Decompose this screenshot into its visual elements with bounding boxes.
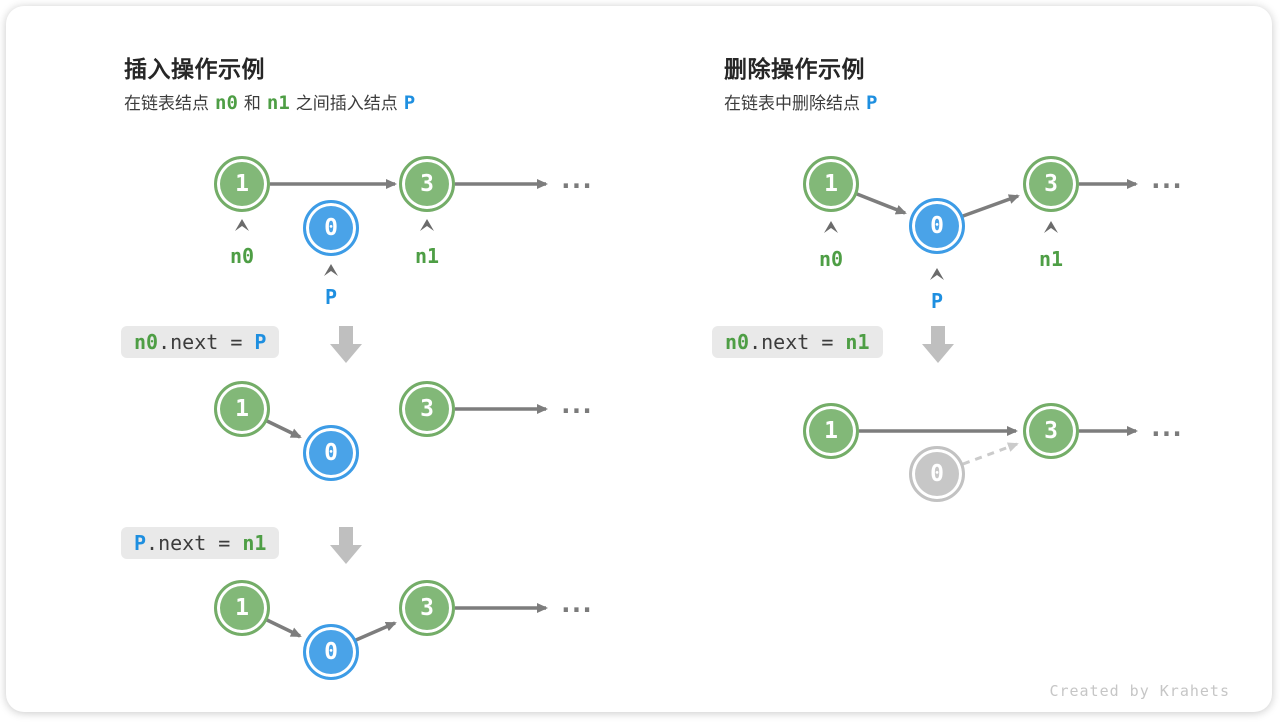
caret-icon <box>420 219 434 231</box>
caret-icon <box>235 219 249 231</box>
arrow-insert-s3-0to3 <box>355 621 397 642</box>
pointer-label-n1: n1 <box>1038 247 1064 271</box>
footer-credit: Created by Krahets <box>1049 682 1230 700</box>
node-value: 3 <box>1044 171 1058 197</box>
pointer-label-n0: n0 <box>229 244 255 268</box>
arrow-delete-s1-0to3 <box>962 194 1020 218</box>
subtitle-text: 在链表结点 <box>124 94 209 114</box>
token-p: P <box>403 92 416 114</box>
ellipsis: ... <box>558 165 595 195</box>
node-value: 1 <box>235 595 249 621</box>
node-value: 1 <box>824 418 838 444</box>
caret-icon <box>324 264 338 276</box>
node-0-removed: 0 <box>909 446 965 502</box>
code-lhs: n0 <box>134 330 159 354</box>
node-3: 3 <box>399 580 455 636</box>
arrow-delete-s1-1to0 <box>856 192 907 215</box>
down-block-arrow-icon <box>330 527 362 564</box>
node-value: 3 <box>420 396 434 422</box>
node-1: 1 <box>803 403 859 459</box>
node-3: 3 <box>399 381 455 437</box>
subtitle-text: 和 <box>243 94 261 114</box>
code-mid: .next = <box>158 330 255 354</box>
node-value: 0 <box>324 215 338 241</box>
node-value: 0 <box>930 461 944 487</box>
arrows-layer <box>235 179 1138 642</box>
code-mid: .next = <box>749 330 846 354</box>
caret-icon <box>1044 221 1058 233</box>
node-3: 3 <box>1023 156 1079 212</box>
node-value: 3 <box>420 171 434 197</box>
subtitle-text: 在链表中删除结点 <box>724 94 860 114</box>
pointer-label-p: P <box>930 289 944 313</box>
node-3: 3 <box>399 156 455 212</box>
arrow-insert-s3-1to0 <box>266 618 302 638</box>
node-0: 0 <box>303 425 359 481</box>
delete-panel-subtitle: 在链表中删除结点 P <box>724 89 883 114</box>
code-mid: .next = <box>146 531 243 555</box>
node-0: 0 <box>303 624 359 680</box>
node-1: 1 <box>803 156 859 212</box>
node-0: 0 <box>303 200 359 256</box>
ellipsis: ... <box>1148 165 1185 195</box>
ellipsis: ... <box>558 390 595 420</box>
ellipsis: ... <box>558 589 595 619</box>
code-rhs: n1 <box>845 330 870 354</box>
node-3: 3 <box>1023 403 1079 459</box>
node-value: 1 <box>824 171 838 197</box>
pointer-label-n0: n0 <box>818 247 844 271</box>
node-value: 3 <box>1044 418 1058 444</box>
ellipsis: ... <box>1148 413 1185 443</box>
token-n0: n0 <box>215 92 238 114</box>
code-box-delete-step1: n0.next = n1 <box>712 326 883 358</box>
code-box-insert-step2: P.next = n1 <box>121 527 280 559</box>
caret-icon <box>930 268 944 280</box>
code-lhs: n0 <box>725 330 750 354</box>
delete-panel-title: 删除操作示例 <box>724 57 865 83</box>
token-n1: n1 <box>266 92 290 114</box>
down-block-arrow-icon <box>922 326 954 363</box>
node-value: 1 <box>235 171 249 197</box>
node-0: 0 <box>909 198 965 254</box>
node-1: 1 <box>214 580 270 636</box>
code-rhs: n1 <box>242 531 267 555</box>
code-rhs: P <box>254 330 267 354</box>
caret-icon <box>824 221 838 233</box>
arrow-insert-s2-1to0 <box>266 419 302 439</box>
node-value: 0 <box>324 440 338 466</box>
pointer-label-p: P <box>324 285 338 309</box>
node-value: 3 <box>420 595 434 621</box>
down-block-arrow-icon <box>330 326 362 363</box>
code-box-insert-step1: n0.next = P <box>121 326 280 358</box>
subtitle-text: 之间插入结点 <box>295 94 398 114</box>
node-1: 1 <box>214 381 270 437</box>
code-lhs: P <box>134 531 147 555</box>
node-value: 1 <box>235 396 249 422</box>
node-value: 0 <box>930 213 944 239</box>
node-value: 0 <box>324 639 338 665</box>
token-p: P <box>866 92 878 114</box>
arrow-delete-s2-removed-dashed <box>962 442 1019 466</box>
pointer-label-n1: n1 <box>414 244 440 268</box>
node-1: 1 <box>214 156 270 212</box>
insert-panel-title: 插入操作示例 <box>124 57 265 83</box>
